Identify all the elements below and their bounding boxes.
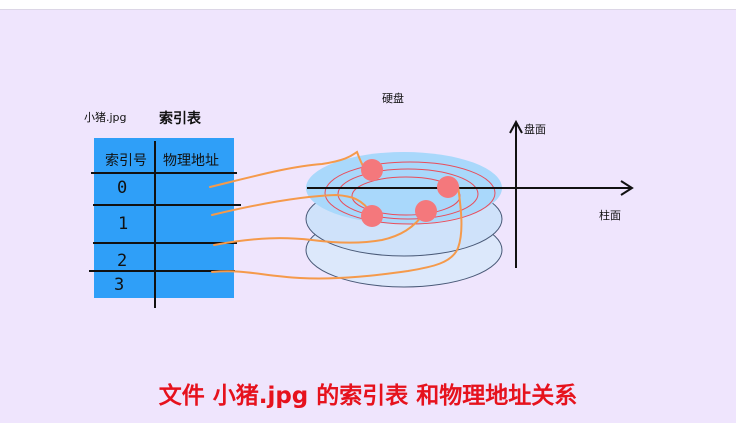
axis-platter-arrow (509, 119, 523, 134)
index-table-header-address: 物理地址 (163, 153, 219, 169)
disk-label: 硬盘 (382, 92, 404, 105)
disk-sector-dot (361, 159, 383, 181)
disk-track-outer (324, 161, 496, 225)
file-label: 小猪.jpg (84, 111, 127, 124)
link-row-3 (211, 185, 463, 280)
index-table-header-index: 索引号 (105, 153, 147, 169)
disk-track-middle (337, 168, 479, 220)
index-table-title: 索引表 (159, 111, 201, 127)
window-top-strip (0, 0, 736, 10)
disk-axes (307, 119, 634, 268)
disk-sector-dot (415, 200, 437, 222)
axis-cylinder-arrow (620, 180, 634, 196)
link-row-2 (213, 211, 426, 246)
disk-sector-dot (437, 176, 459, 198)
disk-sectors (361, 159, 459, 227)
index-table-row-0: 0 (117, 178, 128, 198)
axis-platter-label: 盘面 (524, 123, 546, 136)
index-table-lines (89, 141, 241, 308)
diagram-caption: 文件 小猪.jpg 的索引表 和物理地址关系 (158, 383, 578, 409)
link-row-1 (211, 193, 373, 216)
disk-sector-dot (361, 205, 383, 227)
index-table-row-1: 1 (118, 214, 129, 234)
index-table-row-2: 2 (117, 251, 128, 271)
index-table-row-3: 3 (114, 275, 125, 295)
axis-cylinder-label: 柱面 (599, 209, 621, 222)
